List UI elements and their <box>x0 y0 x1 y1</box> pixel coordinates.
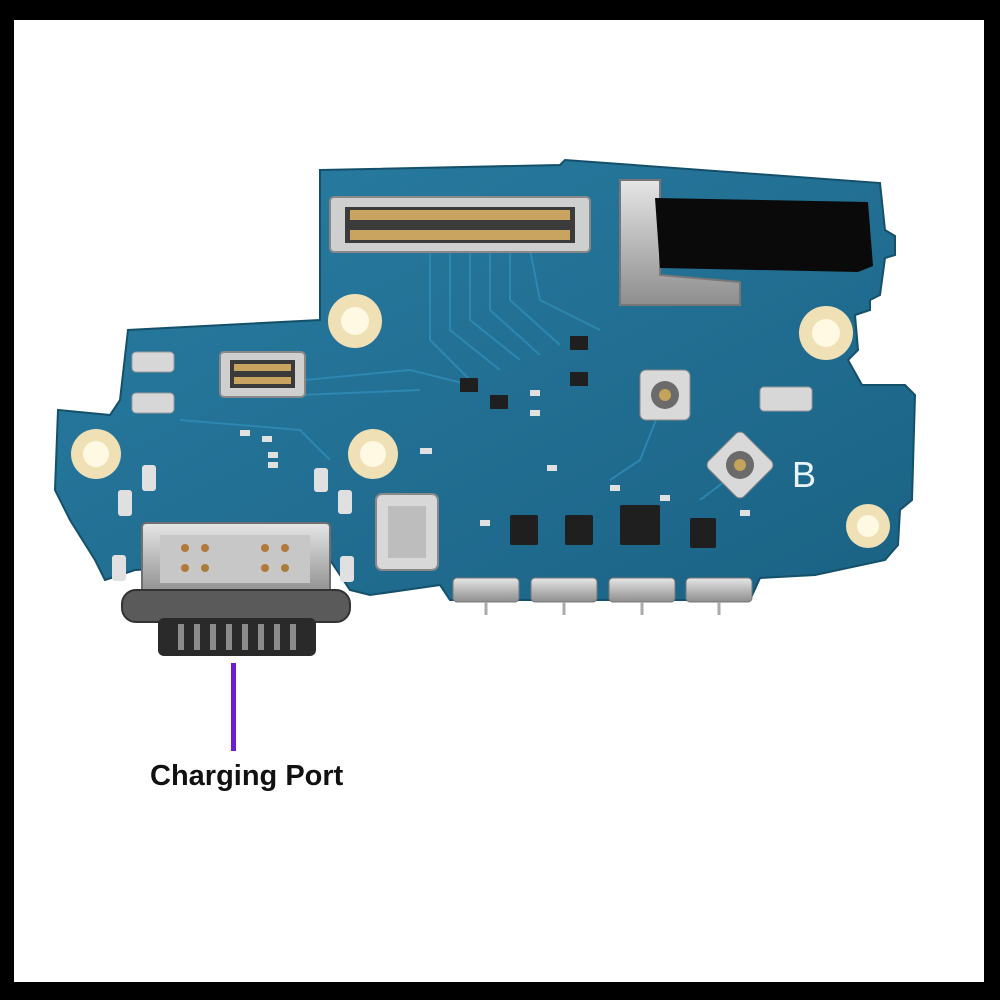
ic-chips <box>460 336 716 548</box>
callout-label: Charging Port <box>150 760 344 792</box>
mount-hole-icon <box>71 294 890 548</box>
pcb-board <box>53 158 917 601</box>
contact-pads <box>131 351 813 414</box>
smd-components <box>112 390 750 582</box>
side-button-contact-icon <box>452 577 753 615</box>
silkscreen-marking: B <box>792 454 816 495</box>
metal-bracket <box>619 179 741 306</box>
microphone-icon <box>375 493 439 571</box>
black-tape <box>655 198 873 272</box>
flex-connector-icon <box>329 196 591 253</box>
pcb-traces <box>179 249 741 501</box>
antenna-connector-icon <box>639 369 774 499</box>
callout-pointer-line <box>231 663 236 751</box>
small-flex-connector-icon <box>219 351 306 398</box>
usb-c-port-icon <box>121 522 351 656</box>
